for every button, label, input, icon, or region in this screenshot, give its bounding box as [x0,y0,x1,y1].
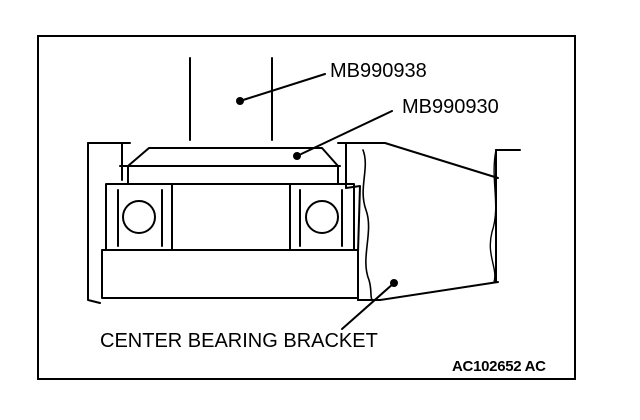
leader-tool-mb990930 [296,110,393,157]
leader-lines [236,73,398,330]
leader-dot [390,279,398,287]
bearing-balls [122,200,339,234]
center-bearing-bracket [87,142,521,304]
label-tool-mb990930: MB990930 [402,96,499,118]
bearing-races [105,165,355,251]
leader-dot [236,97,244,105]
bearing-ball-right [305,200,339,234]
bearing-ball-left [122,200,156,234]
bracket-seat [101,249,359,299]
figure-code: AC102652 AC [452,358,546,375]
leader-bracket [341,282,395,330]
label-center-bearing-bracket: CENTER BEARING BRACKET [100,330,378,352]
leader-tool-mb990938 [239,73,326,102]
tool-mb990938-shaft [189,57,273,141]
figure-frame [37,35,576,380]
leader-dot [293,152,301,160]
label-tool-mb990938: MB990938 [330,60,427,82]
